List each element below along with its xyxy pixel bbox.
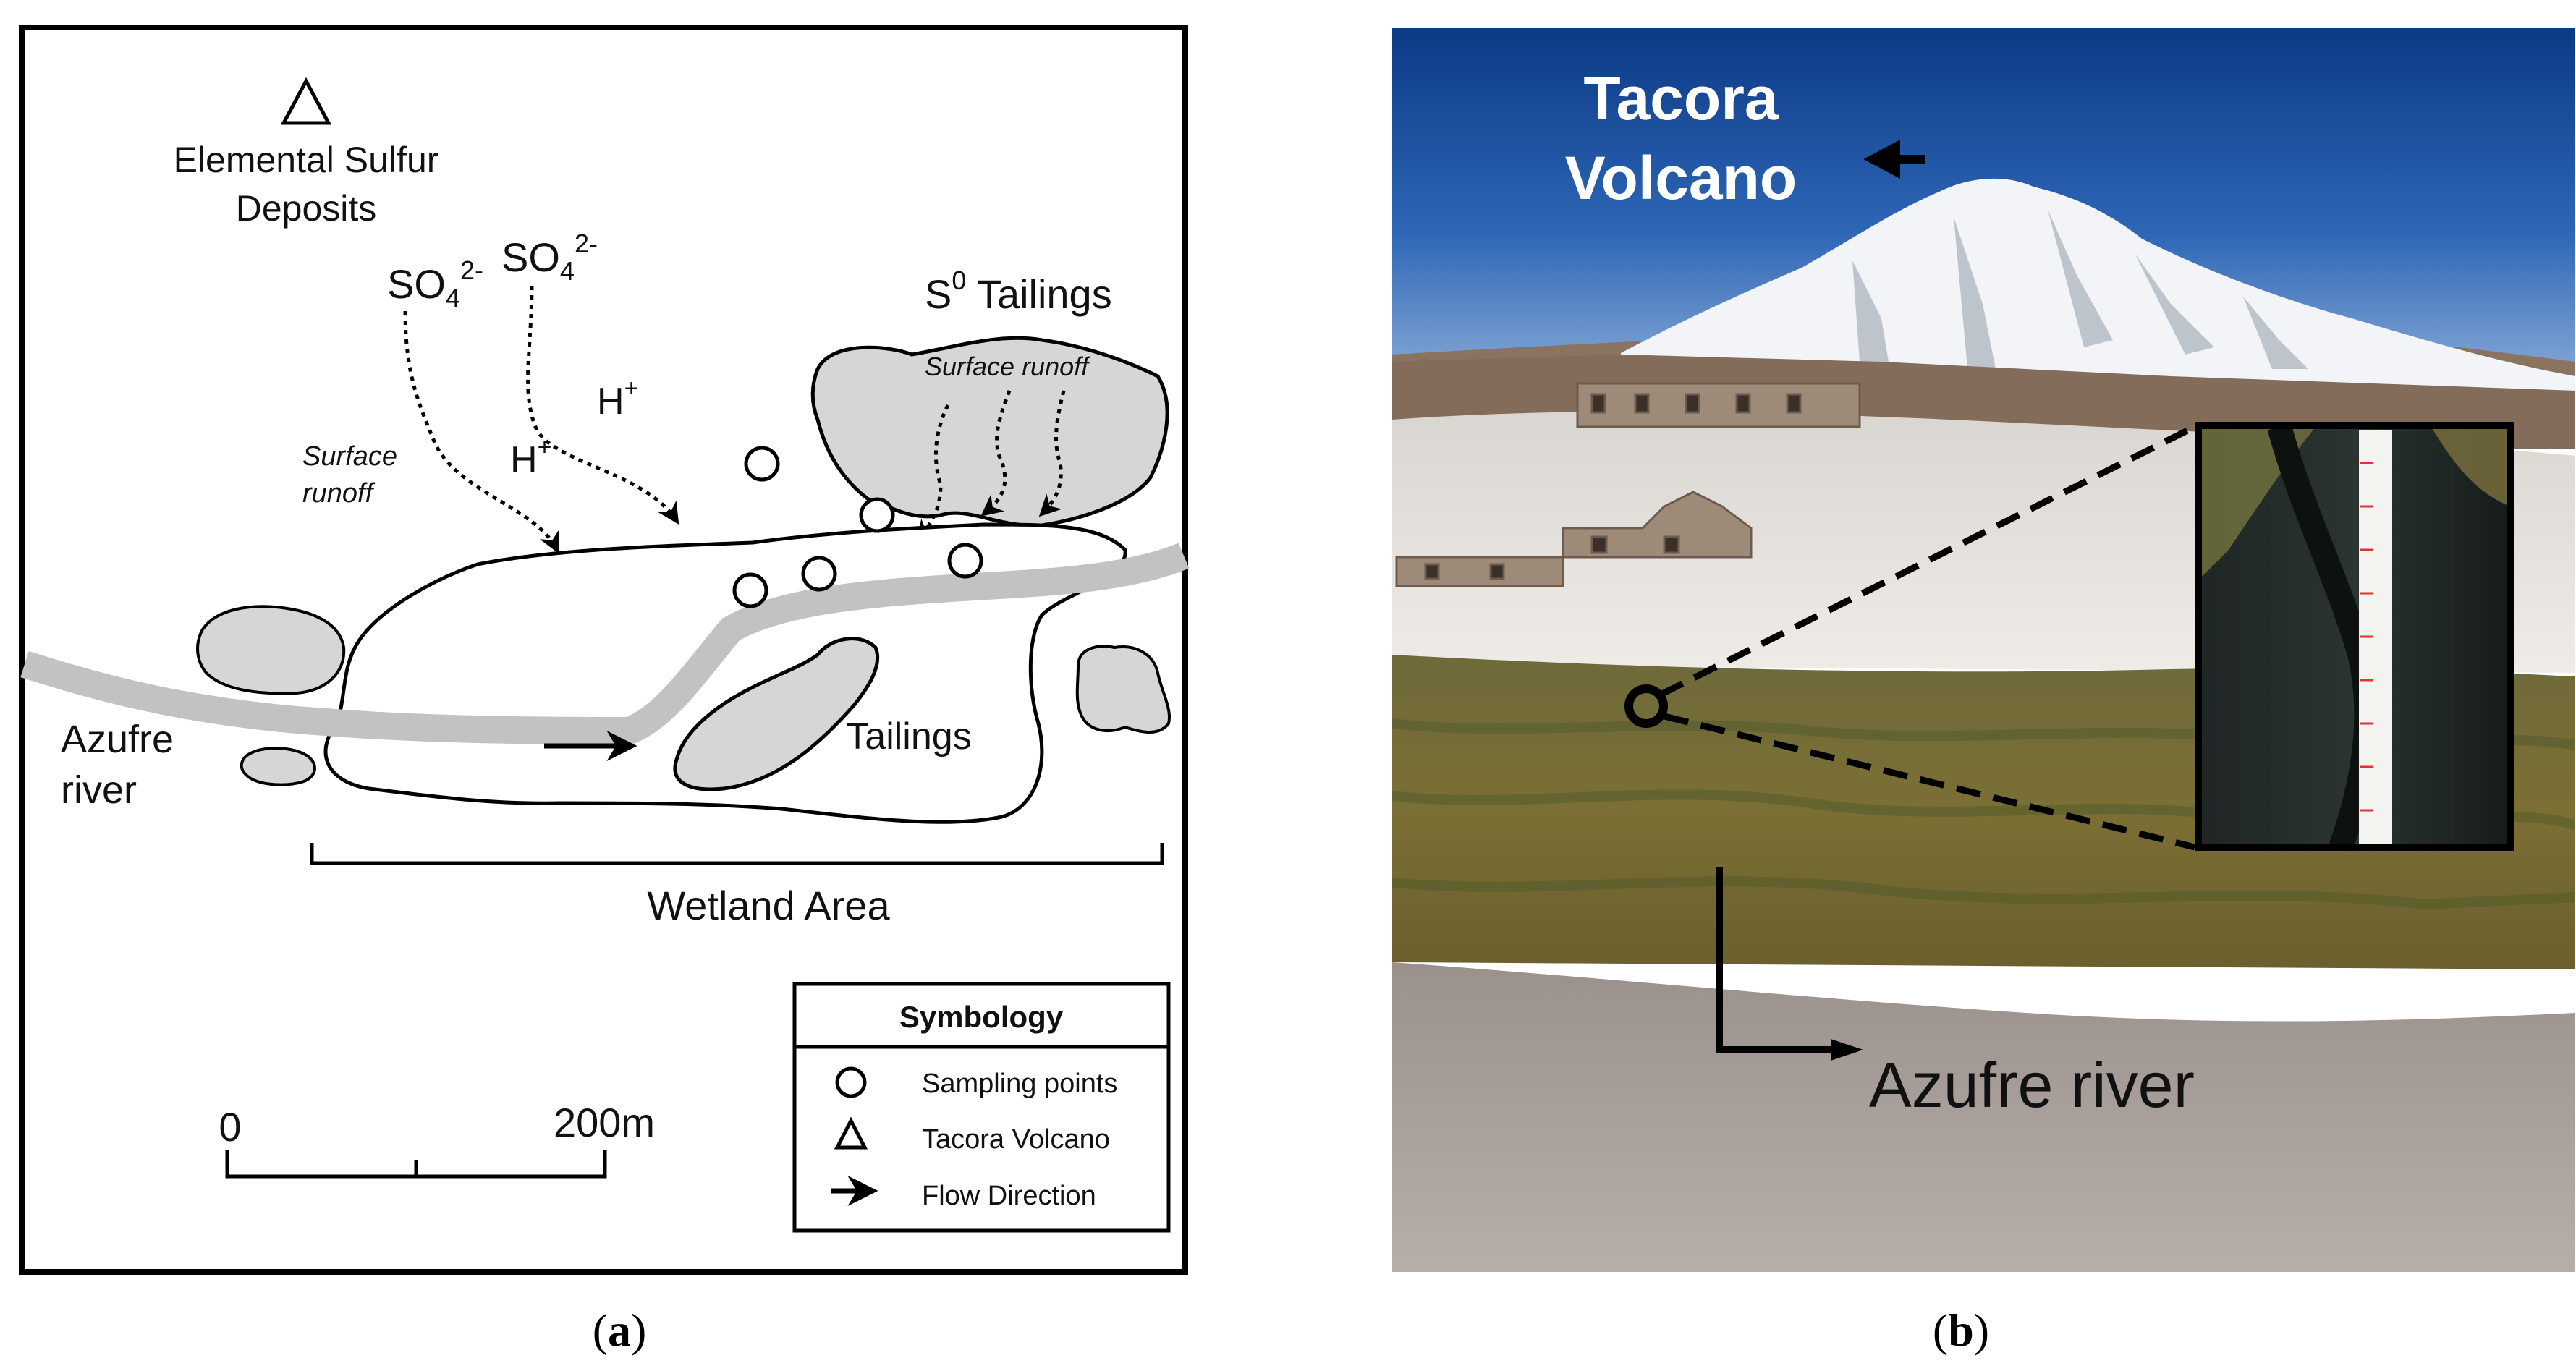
river-label-photo: Azufre river xyxy=(1869,1049,2195,1121)
sampling-point xyxy=(801,556,837,592)
s0-tailings-label: S0 Tailings xyxy=(925,266,1112,317)
tailings-label: Tailings xyxy=(846,716,971,757)
surface-runoff-label-left: Surface xyxy=(302,441,397,472)
zoom-line-bottom xyxy=(1663,713,2196,851)
wetland-area-label: Wetland Area xyxy=(647,883,890,928)
azufre-river xyxy=(20,543,1190,745)
volcano-label-line2: Volcano xyxy=(1565,144,1797,212)
volcano-shadows xyxy=(1852,210,2308,376)
river-label-2: river xyxy=(61,768,137,812)
volcano-label-line1: Tacora xyxy=(1583,64,1779,132)
ruined-buildings xyxy=(1395,382,1861,587)
deposits-label: Deposits xyxy=(236,188,377,229)
panel-a: Elemental Sulfur Deposits SO42- SO42- H+… xyxy=(19,25,1190,1275)
runoff-arrow-1 xyxy=(403,310,559,554)
scale-bar xyxy=(225,1150,607,1179)
legend: Symbology Sampling points Tacora Volcano… xyxy=(792,982,1171,1233)
legend-title: Symbology xyxy=(899,1000,1064,1034)
wetland-bracket xyxy=(310,843,1164,865)
panel-b-photo: Tacora Volcano xyxy=(1392,28,2575,1272)
sulfate-label-2: SO42- xyxy=(501,229,598,286)
sampling-point xyxy=(732,572,768,608)
runoff-arrow-4 xyxy=(980,390,1012,517)
proton-label-1: H+ xyxy=(597,375,638,423)
tailings-blob-small xyxy=(240,747,316,786)
river-label: Azufre xyxy=(61,718,174,761)
gravel-foreground xyxy=(1392,962,2575,1272)
caption-a: (a) xyxy=(593,1304,647,1356)
zoom-line-top xyxy=(1658,423,2197,698)
surface-runoff-label-right: Surface runoff xyxy=(925,352,1091,381)
elemental-sulfur-label: Elemental Sulfur xyxy=(174,140,439,180)
legend-triangle-icon xyxy=(834,1116,868,1150)
triangle-icon xyxy=(280,77,332,125)
legend-item-volcano: Tacora Volcano xyxy=(922,1124,1110,1155)
sampling-point xyxy=(947,543,983,579)
proton-label-2: H+ xyxy=(510,433,551,481)
scale-end-label: 200m xyxy=(554,1100,655,1145)
runoff-arrow-2 xyxy=(526,285,679,525)
river-pointer-arrow-icon xyxy=(1831,1039,1863,1061)
soil-core-inset xyxy=(2195,422,2514,852)
sampling-points xyxy=(732,446,983,608)
sampling-point xyxy=(744,446,780,482)
tailings-area xyxy=(673,637,880,791)
circle-icon xyxy=(835,1066,867,1098)
sample-location-marker xyxy=(1624,684,1668,728)
legend-item-sampling: Sampling points xyxy=(922,1069,1117,1099)
surface-runoff-label-left-2: runoff xyxy=(302,478,376,509)
s0-tailings-area xyxy=(810,336,1169,527)
ruler xyxy=(2359,430,2392,846)
river-pointer-line xyxy=(1716,867,1842,1053)
scale-start-label: 0 xyxy=(219,1104,241,1150)
sampling-point xyxy=(859,497,895,533)
volcano-pointer-arrow-icon xyxy=(1863,140,1925,179)
sulfate-label-1: SO42- xyxy=(387,255,483,313)
legend-item-flow: Flow Direction xyxy=(922,1181,1096,1211)
caption-b: (b) xyxy=(1933,1304,1989,1356)
tailings-blob-left xyxy=(196,605,346,695)
inset-frame xyxy=(2195,422,2514,851)
tailings-blob-right xyxy=(1075,645,1171,734)
